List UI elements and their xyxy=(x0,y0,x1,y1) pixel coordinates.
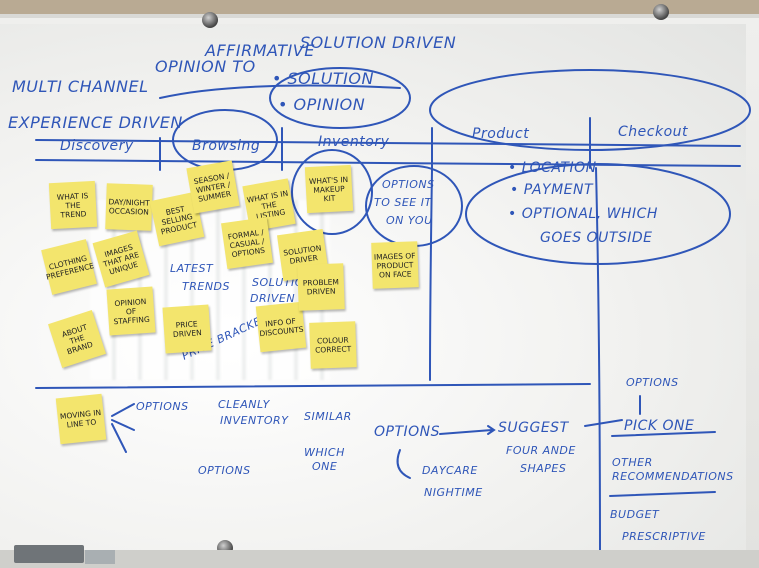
header-line-5: EXPERIENCE DRIVEN xyxy=(8,113,183,132)
sticky-note: OPINION OF STAFFING xyxy=(106,286,155,335)
flow-shapes: SHAPES xyxy=(520,462,566,475)
flow-suggest: SUGGEST xyxy=(498,420,570,436)
flow-options-2: OPTIONS xyxy=(374,424,440,440)
sticky-note: SEASON / WINTER / SUMMER xyxy=(186,160,239,213)
trends: TRENDS xyxy=(182,280,230,293)
column-checkout: Checkout xyxy=(618,124,688,140)
flow-cleanly: CLEANLY xyxy=(218,398,271,411)
column-discovery: Discovery xyxy=(60,138,134,154)
sticky-note: DAY/NIGHT OCCASION xyxy=(105,183,153,231)
flow-one: ONE xyxy=(312,460,337,473)
flow-prescriptive: PRESCRIPTIVE xyxy=(622,530,706,543)
options-bubble-2: TO SEE IT xyxy=(374,196,432,209)
sticky-note: WHAT'S IN MAKEUP KIT xyxy=(305,165,353,213)
flow-options-4: OPTIONS xyxy=(198,464,251,477)
flow-pick-one: PICK ONE xyxy=(624,418,694,434)
flow-which: WHICH xyxy=(304,446,345,459)
marker-icon xyxy=(85,550,115,564)
sticky-note: WHAT IS THE TREND xyxy=(49,181,97,229)
flow-options-3: OPTIONS xyxy=(626,376,679,389)
flow-nightime: NIGHTIME xyxy=(424,486,483,499)
header-line-7: • OPINION xyxy=(278,95,365,114)
checkout-item-4: GOES OUTSIDE xyxy=(540,230,653,246)
latest: LATEST xyxy=(170,262,214,275)
header-line-3: AFFIRMATIVE xyxy=(204,41,315,60)
flow-options: OPTIONS xyxy=(136,400,189,413)
header-line-4: SOLUTION DRIVEN xyxy=(300,33,456,52)
header-line-1: MULTI CHANNEL xyxy=(12,77,149,96)
checkout-item-1: • LOCATION xyxy=(508,160,597,176)
sticky-note: COLOUR CORRECT xyxy=(309,321,357,369)
sticky-note: PRICE DRIVEN xyxy=(162,304,211,353)
flow-inventory: INVENTORY xyxy=(220,414,289,427)
flow-recommendations: RECOMMENDATIONS xyxy=(612,470,734,483)
checkout-item-3: • OPTIONAL, WHICH xyxy=(508,206,658,222)
options-bubble-3: ON YOU xyxy=(386,214,433,227)
eraser-icon xyxy=(14,545,84,563)
column-inventory: Inventory xyxy=(318,134,390,150)
sticky-note: MOVING IN LINE TO xyxy=(56,394,107,445)
sticky-note: IMAGES OF PRODUCT ON FACE xyxy=(371,241,419,289)
sticky-note: PROBLEM DRIVEN xyxy=(297,263,345,311)
checkout-item-2: • PAYMENT xyxy=(510,182,594,198)
column-product: Product xyxy=(472,126,529,142)
flow-budget: BUDGET xyxy=(610,508,660,521)
column-browsing: Browsing xyxy=(192,138,260,154)
options-bubble-1: OPTIONS xyxy=(382,178,435,191)
flow-other: OTHER xyxy=(612,456,653,469)
flow-four-ande: FOUR ANDE xyxy=(506,444,576,457)
flow-daycare: DAYCARE xyxy=(422,464,478,477)
flow-similar: SIMILAR xyxy=(304,410,352,423)
sticky-note: FORMAL / CASUAL / OPTIONS xyxy=(221,217,273,269)
